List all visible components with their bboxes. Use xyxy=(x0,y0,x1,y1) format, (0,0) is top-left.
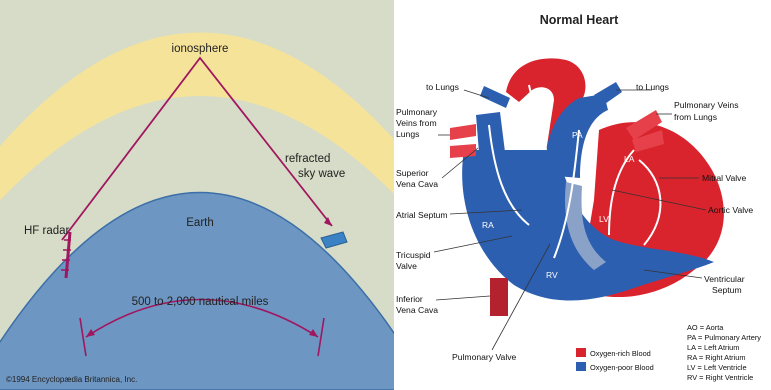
label-tricuspid-2: Valve xyxy=(396,261,417,271)
refracted-label-1: refracted xyxy=(285,153,330,165)
label-superior-vena-cava-1: Superior xyxy=(396,168,429,178)
label-pulmonary-veins-left-3: Lungs xyxy=(396,129,419,139)
ionosphere-label: ionosphere xyxy=(172,43,229,55)
abbr-ao: AO = Aorta xyxy=(687,323,724,332)
legend-swatch-oxygen-poor xyxy=(576,362,586,371)
receiver-icon xyxy=(321,232,347,248)
label-mitral-valve: Mitral Valve xyxy=(702,173,746,183)
label-tricuspid-1: Tricuspid xyxy=(396,250,431,260)
inferior-vena-cava xyxy=(490,278,508,316)
label-to-lungs-right: to Lungs xyxy=(636,82,669,92)
refracted-label-2: sky wave xyxy=(298,168,345,180)
abbr-la: LA = Left Atrium xyxy=(687,343,739,352)
label-pulmonary-veins-left-2: Veins from xyxy=(396,118,437,128)
label-atrial-septum: Atrial Septum xyxy=(396,210,448,220)
heart-diagram: Normal Heart xyxy=(394,0,771,390)
legend-label-oxygen-poor: Oxygen-poor Blood xyxy=(590,363,654,372)
label-lv: LV xyxy=(599,214,609,224)
abbr-ra: RA = Right Atrium xyxy=(687,353,746,362)
legend-label-oxygen-rich: Oxygen-rich Blood xyxy=(590,349,651,358)
label-pulmonary-veins-left-1: Pulmonary xyxy=(396,107,438,117)
label-pulmonary-veins-right-1: Pulmonary Veins xyxy=(674,100,739,110)
label-aortic-valve: Aortic Valve xyxy=(708,205,753,215)
pulmonary-veins-left-2 xyxy=(450,144,476,158)
label-ventricular-septum-2: Septum xyxy=(712,285,742,295)
radar-label: HF radar xyxy=(24,225,70,237)
heart-illustration: AO PA LA RA LV RV xyxy=(450,58,724,316)
label-pulmonary-valve: Pulmonary Valve xyxy=(452,352,517,362)
pulmonary-artery-branch-left xyxy=(480,86,510,108)
label-ra: RA xyxy=(482,220,494,230)
pulmonary-veins-left xyxy=(450,124,476,140)
copyright-text: ©1994 Encyclopædia Britannica, Inc. xyxy=(6,375,137,384)
earth-label: Earth xyxy=(186,217,214,229)
sky-wave-svg: ionosphere refracted sky wave Earth HF r… xyxy=(0,0,394,390)
label-superior-vena-cava-2: Vena Cava xyxy=(396,179,438,189)
label-inferior-vena-cava-2: Vena Cava xyxy=(396,305,438,315)
aorta-flow-arrow xyxy=(529,85,546,150)
legend: Oxygen-rich Blood Oxygen-poor Blood xyxy=(576,348,654,372)
abbreviation-key: AO = Aorta PA = Pulmonary Artery LA = Le… xyxy=(687,323,761,382)
legend-swatch-oxygen-rich xyxy=(576,348,586,357)
abbr-pa: PA = Pulmonary Artery xyxy=(687,333,761,342)
label-la: LA xyxy=(624,154,635,164)
sky-wave-diagram: ionosphere refracted sky wave Earth HF r… xyxy=(0,0,394,390)
label-ao: AO xyxy=(512,120,525,130)
label-inferior-vena-cava-1: Inferior xyxy=(396,294,423,304)
label-pulmonary-veins-right-2: from Lungs xyxy=(674,112,717,122)
label-pa: PA xyxy=(572,130,583,140)
abbr-rv: RV = Right Ventricle xyxy=(687,373,753,382)
label-rv: RV xyxy=(546,270,558,280)
abbr-lv: LV = Left Ventricle xyxy=(687,363,747,372)
label-to-lungs-left: to Lungs xyxy=(426,82,459,92)
heart-title: Normal Heart xyxy=(540,13,619,27)
heart-svg: Normal Heart xyxy=(394,0,771,390)
label-ventricular-septum-1: Ventricular xyxy=(704,274,745,284)
distance-label: 500 to 2,000 nautical miles xyxy=(132,296,269,308)
